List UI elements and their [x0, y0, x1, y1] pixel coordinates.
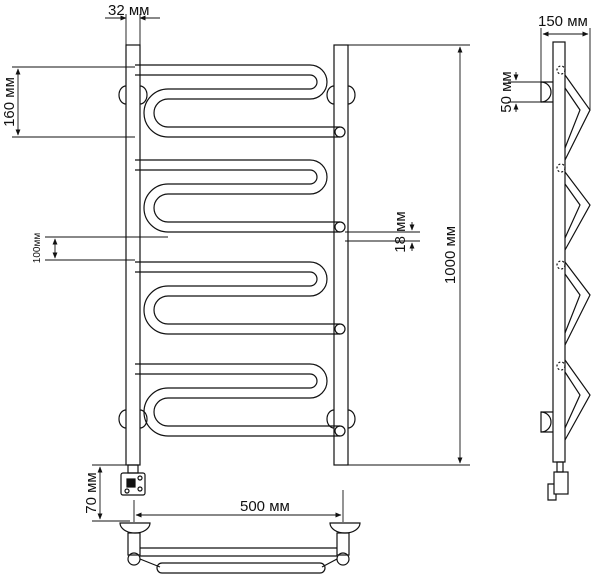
dimension-lines	[12, 14, 591, 522]
serpentine-second	[135, 159, 346, 233]
serpentine-top	[135, 64, 346, 138]
dim-wall-offset: 150 мм	[538, 13, 588, 30]
side-view	[540, 41, 591, 501]
dim-total-height: 1000 мм	[442, 226, 459, 284]
front-view	[118, 44, 356, 496]
right-rail	[333, 44, 349, 466]
serpentine-third	[135, 261, 346, 335]
bottom-view	[119, 522, 361, 574]
dim-rail-diameter: 32 мм	[108, 2, 149, 19]
heater-element	[120, 464, 146, 496]
left-rail	[125, 44, 141, 466]
rail-brackets	[118, 85, 356, 429]
dim-pipe-gap: 100мм	[32, 233, 43, 264]
dim-center-distance: 500 мм	[240, 498, 290, 515]
dim-pipe-diameter: 18 мм	[392, 211, 409, 252]
dim-bracket-spacing: 50 мм	[498, 71, 515, 112]
dim-heater-offset: 70 мм	[83, 472, 100, 513]
serpentine-bottom	[135, 363, 346, 437]
dim-bend-spacing: 160 мм	[1, 77, 18, 127]
